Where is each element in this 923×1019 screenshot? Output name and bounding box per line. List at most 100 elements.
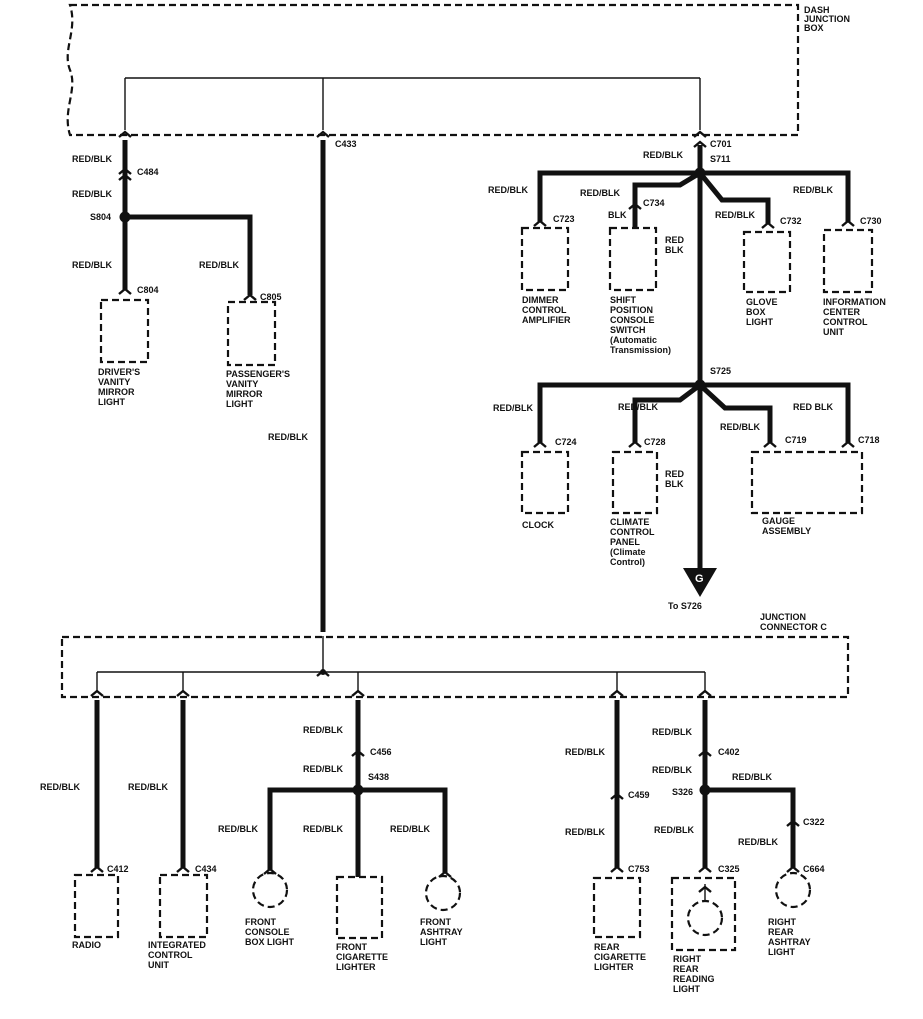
wire-color-label: RED/BLK [493, 403, 533, 413]
wire-color-label: RED/BLK [618, 402, 658, 412]
wire-red-blk [700, 382, 851, 443]
component-label: DIMMER [522, 295, 559, 305]
splice-label-s725: S725 [710, 366, 731, 376]
right-rear-ashtray-light-bulb [774, 871, 812, 909]
component-label: LIGHTER [336, 962, 376, 972]
wire-color-label: RED/BLK [652, 765, 692, 775]
component-label: INTEGRATED [148, 940, 206, 950]
component-label: RADIO [72, 940, 101, 950]
dash-junction-box-label: JUNCTION [804, 14, 850, 24]
connector-symbol [351, 689, 365, 697]
splice-s326 [699, 784, 711, 796]
connector-symbol [610, 865, 624, 873]
junction-connector-c-label: CONNECTOR C [760, 622, 827, 632]
component-label: REAR [594, 942, 620, 952]
wire-color-label: RED/BLK [72, 154, 112, 164]
connector-symbol [693, 130, 707, 138]
connector-symbol [118, 287, 132, 295]
connector-symbol [786, 865, 800, 873]
connector-label-c723: C723 [553, 214, 575, 224]
splice-label-s326: S326 [672, 787, 693, 797]
connector-symbol [118, 173, 132, 181]
component-label: AMPLIFIER [522, 315, 571, 325]
component-label: GAUGE [762, 516, 795, 526]
shift-position-console-switch-box [608, 226, 658, 292]
splice-label-s711: S711 [710, 154, 731, 164]
connector-symbol [533, 440, 547, 448]
splice-s804 [119, 211, 131, 223]
glove-box-light-box [742, 230, 792, 294]
splice-s711 [694, 167, 706, 179]
drivers-vanity-mirror-light-box [99, 298, 150, 364]
connector-symbol [438, 870, 452, 878]
connector-label-c701: C701 [710, 139, 732, 149]
component-label: LIGHT [98, 397, 125, 407]
connector-symbol [118, 167, 132, 175]
component-label: MIRROR [98, 387, 135, 397]
wire-color-label: RED/BLK [720, 422, 760, 432]
component-label: CIGARETTE [594, 952, 646, 962]
component-label: CONTROL [823, 317, 868, 327]
dash-junction-box-label: DASH [804, 5, 830, 15]
connector-symbol [176, 689, 190, 697]
connector-symbol [698, 749, 712, 757]
component-label: CONSOLE [610, 315, 655, 325]
ground-destination-label: To S726 [668, 601, 702, 611]
component-label: CIGARETTE [336, 952, 388, 962]
dash-junction-box-label: BOX [804, 23, 824, 33]
connector-symbol [533, 219, 547, 227]
connector-symbol [90, 865, 104, 873]
wire-color-label: RED/BLK [303, 824, 343, 834]
front-console-box-light-bulb [251, 871, 289, 909]
component-label: LIGHT [420, 937, 447, 947]
connector-label-c664: C664 [803, 864, 825, 874]
component-label: REAR [768, 927, 794, 937]
wire-red-blk [632, 170, 702, 228]
connector-label-c805: C805 [260, 292, 282, 302]
connector-label-c718: C718 [858, 435, 880, 445]
wire-color-label: RED/BLK [565, 827, 605, 837]
radio-box [73, 873, 120, 939]
connector-symbol [316, 130, 330, 138]
wire-color-label-stacked: RED [665, 235, 685, 245]
wire-red-blk [632, 383, 702, 443]
connector-symbol [761, 221, 775, 229]
connector-symbol [698, 865, 712, 873]
component-label: BOX LIGHT [245, 937, 295, 947]
connector-symbol [698, 689, 712, 697]
dimmer-control-amplifier-box [520, 226, 570, 292]
wire-red-blk [705, 787, 796, 868]
clock-box [520, 450, 570, 515]
connector-symbol [841, 219, 855, 227]
connector-symbol [693, 140, 707, 148]
connector-symbol [841, 440, 855, 448]
component-label: LIGHT [768, 947, 795, 957]
component-label: PANEL [610, 537, 640, 547]
ground-symbol-label: G [695, 573, 704, 585]
connector-symbol [90, 689, 104, 697]
component-label: ASHTRAY [768, 937, 811, 947]
wire-color-label: RED/BLK [303, 764, 343, 774]
component-label: CENTER [823, 307, 861, 317]
right-rear-reading-light-bulb [686, 899, 724, 937]
component-label: SWITCH [610, 325, 646, 335]
component-label: FRONT [336, 942, 367, 952]
component-label: CONSOLE [245, 927, 290, 937]
connector-label-c456: C456 [370, 747, 392, 757]
component-label: FRONT [245, 917, 276, 927]
component-label: LIGHT [226, 399, 253, 409]
wire-color-label: RED/BLK [565, 747, 605, 757]
connector-symbol [698, 885, 712, 893]
connector-symbol [628, 440, 642, 448]
wire-color-label: RED/BLK [40, 782, 80, 792]
connector-symbol [176, 865, 190, 873]
rear-cigarette-lighter-box [592, 876, 642, 939]
component-label: RIGHT [673, 954, 702, 964]
wire-color-label: RED/BLK [390, 824, 430, 834]
connector-label-c459: C459 [628, 790, 650, 800]
component-label: UNIT [823, 327, 844, 337]
component-label: Control) [610, 557, 645, 567]
connector-label-c804: C804 [137, 285, 159, 295]
component-label: ASHTRAY [420, 927, 463, 937]
